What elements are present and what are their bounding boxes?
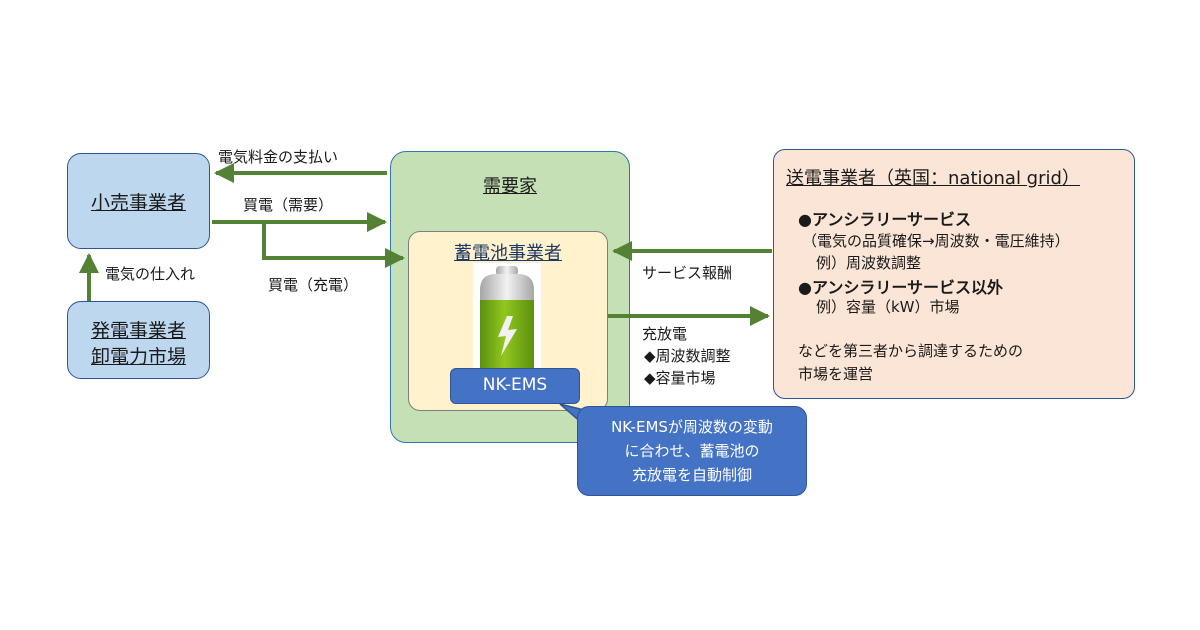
nk-ems-callout: NK-EMSが周波数の変動 に合わせ、蓄電池の 充放電を自動制御 — [577, 406, 807, 496]
charge-discharge-item-2: ◆容量市場 — [644, 369, 716, 387]
callout-line1: NK-EMSが周波数の変動 — [611, 418, 773, 436]
callout-line2: に合わせ、蓄電池の — [624, 442, 760, 460]
payment-label: 電気料金の支払い — [218, 148, 339, 166]
procurement-label: 電気の仕入れ — [105, 265, 196, 283]
tso-title: 送電事業者（英国：national grid） — [786, 168, 1080, 189]
generator-node: 発電事業者 卸電力市場 — [67, 301, 210, 379]
generator-label-line2: 卸電力市場 — [90, 346, 186, 368]
battery-operator-label: 蓄電池事業者 — [454, 243, 562, 264]
charge-discharge-item-1: ◆周波数調整 — [644, 347, 731, 365]
tso-item-4: ●アンシラリーサービス以外 — [798, 278, 1004, 297]
consumer-label: 需要家 — [483, 176, 537, 197]
tso-item-5: 例）容量（kW）市場 — [816, 298, 960, 316]
arrow-buy-charge — [262, 222, 405, 268]
tso-item-3: 例）周波数調整 — [816, 254, 922, 272]
tso-item-2: （電気の品質確保→周波数・電圧維持） — [802, 232, 1070, 250]
retailer-label: 小売事業者 — [90, 192, 186, 214]
nk-ems-box: NK-EMS — [450, 368, 580, 404]
retailer-node: 小売事業者 — [67, 153, 210, 249]
service-fee-label: サービス報酬 — [642, 264, 733, 282]
tso-item-1: ●アンシラリーサービス — [798, 210, 972, 229]
generator-label-line1: 発電事業者 — [90, 320, 186, 342]
tso-node: 送電事業者（英国：national grid） ●アンシラリーサービス （電気の… — [773, 149, 1135, 399]
buy-charge-label: 買電（充電） — [268, 276, 359, 294]
callout-line3: 充放電を自動制御 — [631, 466, 752, 484]
tso-footer-2: 市場を運営 — [798, 365, 874, 383]
buy-demand-label: 買電（需要） — [243, 196, 334, 214]
tso-footer-1: などを第三者から調達するための — [798, 342, 1024, 360]
charge-discharge-title: 充放電 — [642, 325, 688, 343]
